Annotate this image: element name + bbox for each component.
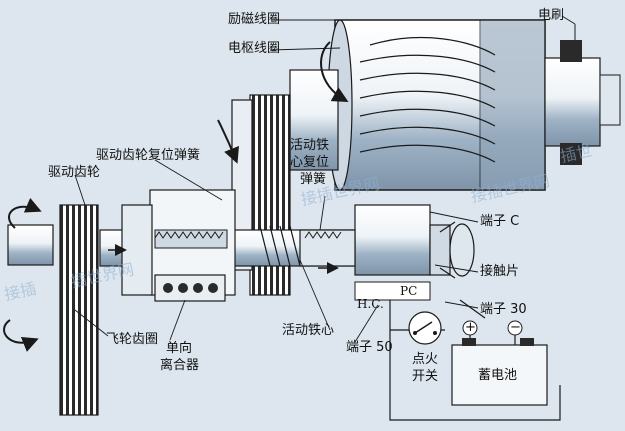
commutator: [544, 24, 621, 165]
battery-plus-sign: +: [465, 320, 476, 335]
label-armature-coil: 电枢线圈: [228, 41, 281, 56]
label-brush: 电刷: [538, 8, 565, 23]
label-plunger-return-spring-1: 活动铁: [290, 138, 330, 153]
label-one-way-clutch-1: 单向: [166, 341, 193, 356]
label-terminal-c: 端子 C: [480, 214, 520, 229]
label-field-coil: 励磁线圈: [228, 12, 281, 27]
label-contact-plate: 接触片: [480, 264, 520, 279]
label-drive-gear-return-spring: 驱动齿轮复位弹簧: [96, 148, 201, 163]
label-ignition-switch-2: 开关: [412, 369, 439, 384]
label-terminal-30: 端子 30: [480, 302, 527, 317]
label-ignition-switch-1: 点火: [412, 352, 439, 367]
label-plunger: 活动铁心: [282, 323, 335, 338]
leader-lines: [74, 15, 576, 343]
label-plunger-return-spring-3: 弹簧: [300, 172, 327, 187]
label-flywheel-ring-gear: 飞轮齿圈: [106, 332, 159, 347]
motor-housing: [327, 19, 546, 191]
label-battery: 蓄电池: [478, 368, 518, 383]
armature-windings: [359, 36, 496, 163]
label-terminal-50: 端子 50: [346, 340, 393, 355]
label-hc: H.C.: [357, 297, 384, 311]
label-drive-gear: 驱动齿轮: [48, 165, 101, 180]
battery-minus-sign: −: [510, 320, 521, 335]
drive-gear: [3, 197, 153, 416]
label-pc: PC: [400, 284, 418, 298]
label-plunger-return-spring-2: 心复位: [290, 155, 330, 170]
solenoid: [108, 204, 475, 301]
return-spring: [154, 231, 224, 239]
ignition-switch-icon: [408, 311, 442, 345]
label-one-way-clutch-2: 离合器: [160, 358, 200, 373]
battery-icon: [451, 320, 548, 406]
